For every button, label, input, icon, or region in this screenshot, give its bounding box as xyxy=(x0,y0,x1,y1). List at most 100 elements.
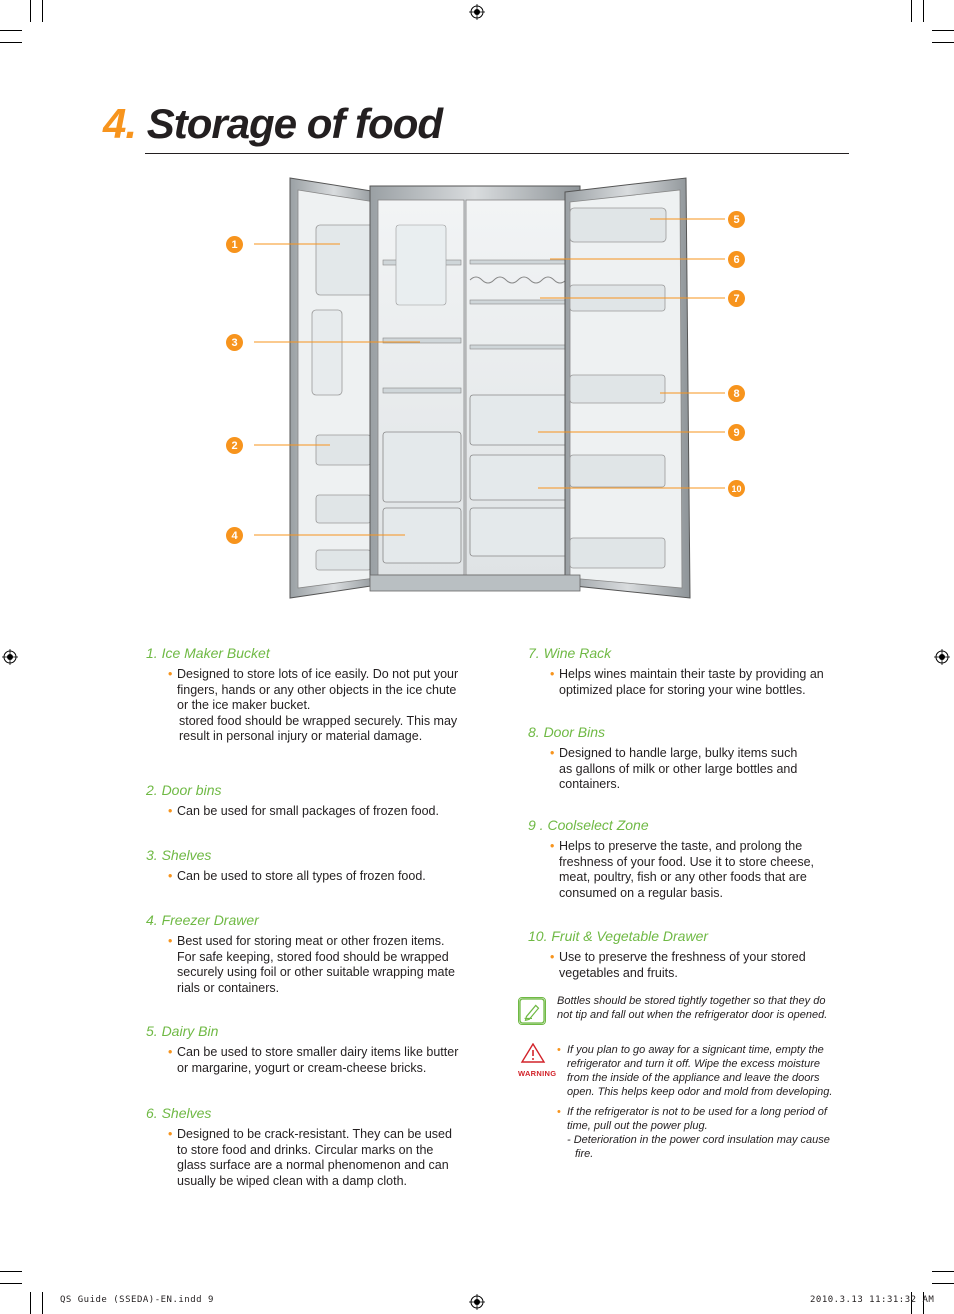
bullet-icon: • xyxy=(168,1127,173,1141)
callout-1: 1 xyxy=(226,236,243,253)
warning-triangle-icon xyxy=(520,1042,546,1063)
item-line: or margarine, yogurt or cream-cheese bri… xyxy=(177,1060,427,1075)
item-line: securely using foil or other suitable wr… xyxy=(177,965,455,979)
item-shelves-freezer: 3. Shelves • Can be used to store all ty… xyxy=(146,847,476,912)
item-shelves-fridge: 6. Shelves • Designed to be crack-resist… xyxy=(146,1105,476,1189)
warning-line: fire. xyxy=(575,1148,594,1160)
warning-line: from the inside of the appliance and lea… xyxy=(567,1072,820,1084)
bullet-icon: • xyxy=(557,1044,561,1056)
page-title: 4. Storage of food xyxy=(103,100,443,148)
registration-mark-icon xyxy=(469,1294,485,1310)
item-line: Designed to store lots of ice easily. Do… xyxy=(177,667,459,681)
item-line: Can be used for small packages of frozen… xyxy=(177,804,439,818)
crop-mark xyxy=(932,1283,954,1284)
item-line: Best used for storing meat or other froz… xyxy=(177,934,445,948)
section-title: Storage of food xyxy=(146,100,443,147)
callout-4: 4 xyxy=(226,527,243,544)
item-heading: 1. Ice Maker Bucket xyxy=(146,645,270,661)
item-line: as gallons of milk or other large bottle… xyxy=(559,761,798,776)
crop-mark xyxy=(911,0,912,22)
item-heading: 3. Shelves xyxy=(146,847,212,863)
warning-item: • If you plan to go away for a signicant… xyxy=(557,1043,848,1099)
item-line: glass surface are a normal phenomenon an… xyxy=(177,1158,449,1172)
warning-line: refrigerator and turn it off. Wipe the e… xyxy=(567,1058,821,1070)
crop-mark xyxy=(0,1271,22,1272)
item-line: result in personal injury or material da… xyxy=(179,729,423,743)
item-body: • Helps wines maintain their taste by pr… xyxy=(550,667,848,698)
callout-8: 8 xyxy=(728,385,745,402)
callout-5: 5 xyxy=(728,211,745,228)
item-ice-maker-bucket: 1. Ice Maker Bucket • Designed to store … xyxy=(146,645,476,782)
callout-9: 9 xyxy=(728,424,745,441)
bullet-icon: • xyxy=(550,667,555,681)
item-body: • Designed to be crack-resistant. They c… xyxy=(168,1127,476,1189)
item-line: consumed on a regular basis. xyxy=(559,885,723,900)
callout-3: 3 xyxy=(226,334,243,351)
crop-mark xyxy=(42,0,43,22)
item-line: stored food should be wrapped securely. … xyxy=(179,713,458,728)
refrigerator-illustration xyxy=(254,177,725,599)
bullet-icon: • xyxy=(168,667,173,681)
warning-line: If you plan to go away for a signicant t… xyxy=(567,1044,824,1056)
item-body: • Can be used to store all types of froz… xyxy=(168,869,476,885)
item-heading: 2. Door bins xyxy=(146,782,222,798)
warning-line: - Deterioration in the power cord insula… xyxy=(567,1134,830,1146)
item-line: Can be used to store all types of frozen… xyxy=(177,869,426,883)
item-door-bins-fridge: 8. Door Bins • Designed to handle large,… xyxy=(528,724,848,817)
warning-box: WARNING • If you plan to go away for a s… xyxy=(512,1042,848,1167)
note-box: Bottles should be stored tightly togethe… xyxy=(518,994,848,1025)
warning-item: • If the refrigerator is not to be used … xyxy=(557,1105,848,1161)
item-line: Can be used to store smaller dairy items… xyxy=(177,1045,459,1059)
note-line: not tip and fall out when the refrigerat… xyxy=(557,1009,828,1021)
note-text: Bottles should be stored tightly togethe… xyxy=(557,994,848,1022)
warning-list: • If you plan to go away for a signicant… xyxy=(557,1043,848,1161)
item-line: Helps to preserve the taste, and prolong… xyxy=(559,839,803,853)
item-line: Designed to be crack-resistant. They can… xyxy=(177,1127,452,1141)
crop-mark xyxy=(0,42,22,43)
item-body: • Best used for storing meat or other fr… xyxy=(168,934,476,996)
crop-mark xyxy=(0,30,22,31)
item-body: • Designed to handle large, bulky items … xyxy=(550,746,848,793)
warning-line: time, pull out the power plug. xyxy=(567,1120,708,1132)
bullet-icon: • xyxy=(168,1045,173,1059)
registration-mark-icon xyxy=(2,649,18,665)
bullet-icon: • xyxy=(557,1106,561,1118)
callout-6: 6 xyxy=(728,251,745,268)
item-line: Helps wines maintain their taste by prov… xyxy=(559,667,824,681)
footer-timestamp: 2010.3.13 11:31:32 AM xyxy=(810,1295,935,1305)
section-number: 4. xyxy=(103,100,137,147)
title-divider xyxy=(145,153,849,154)
warning-line: If the refrigerator is not to be used fo… xyxy=(567,1106,827,1118)
warning-badge: WARNING xyxy=(518,1042,557,1078)
item-body: • Helps to preserve the taste, and prolo… xyxy=(550,839,848,901)
item-line: usually be wiped clean with a damp cloth… xyxy=(177,1173,407,1188)
item-line: rials or containers. xyxy=(177,980,280,995)
callout-7: 7 xyxy=(728,290,745,307)
registration-mark-icon xyxy=(469,4,485,20)
item-wine-rack: 7. Wine Rack • Helps wines maintain thei… xyxy=(528,645,848,724)
crop-mark xyxy=(42,1292,43,1314)
crop-mark xyxy=(30,0,31,22)
item-body: • Use to preserve the freshness of your … xyxy=(550,950,848,981)
item-heading: 9 . Coolselect Zone xyxy=(528,817,649,833)
item-coolselect-zone: 9 . Coolselect Zone • Helps to preserve … xyxy=(528,817,848,928)
bullet-icon: • xyxy=(168,869,173,883)
bullet-icon: • xyxy=(550,746,555,760)
warning-label: WARNING xyxy=(518,1069,557,1078)
item-line: containers. xyxy=(559,777,621,791)
registration-mark-icon xyxy=(934,649,950,665)
callout-10: 10 xyxy=(728,480,745,497)
crop-mark xyxy=(923,0,924,22)
item-fruit-vegetable-drawer: 10. Fruit & Vegetable Drawer • Use to pr… xyxy=(528,928,848,981)
callout-2: 2 xyxy=(226,437,243,454)
note-line: Bottles should be stored tightly togethe… xyxy=(557,995,826,1007)
item-line: freshness of your food. Use it to store … xyxy=(559,854,814,869)
item-heading: 8. Door Bins xyxy=(528,724,606,740)
bullet-icon: • xyxy=(550,839,555,853)
item-heading: 4. Freezer Drawer xyxy=(146,912,259,928)
item-freezer-drawer: 4. Freezer Drawer • Best used for storin… xyxy=(146,912,476,1023)
warning-line: open. This helps keep odor and mold from… xyxy=(567,1086,833,1098)
item-body: • Can be used to store smaller dairy ite… xyxy=(168,1045,476,1076)
bullet-icon: • xyxy=(550,950,555,964)
item-body: • Designed to store lots of ice easily. … xyxy=(168,667,476,745)
